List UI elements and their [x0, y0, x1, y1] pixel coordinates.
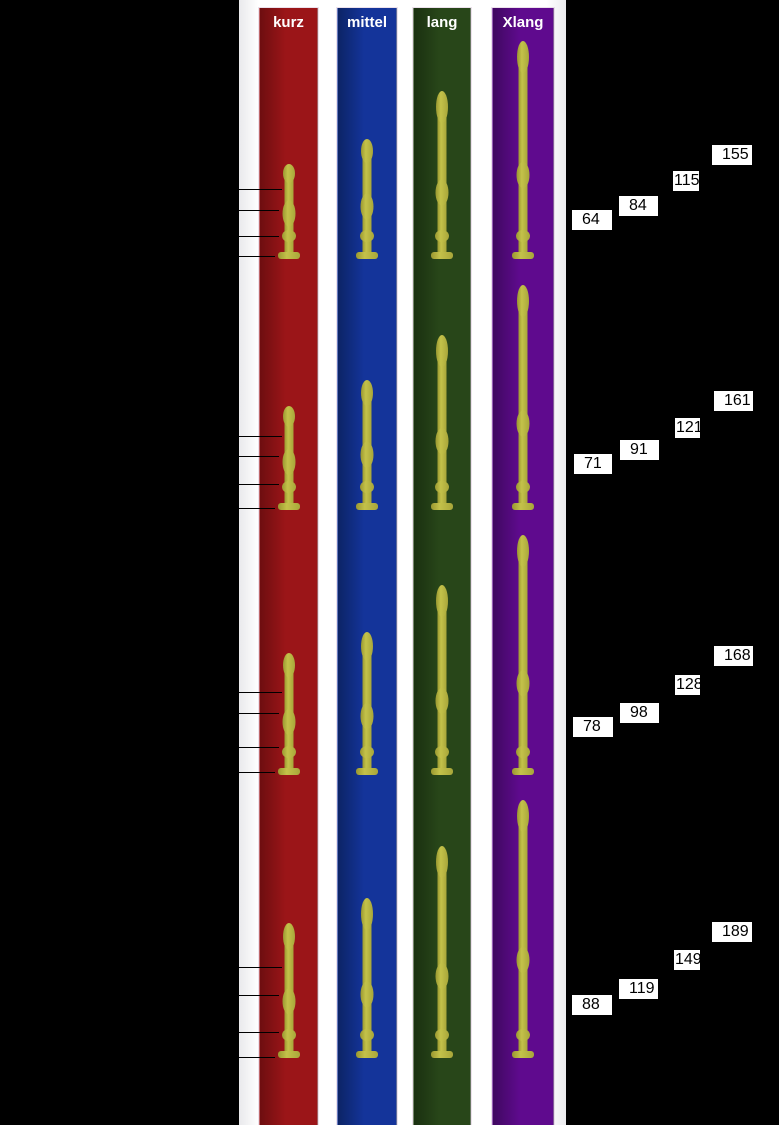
- length-label: 91: [620, 440, 659, 460]
- length-label: 189: [712, 922, 752, 942]
- measure-line: [239, 210, 279, 211]
- measure-line: [239, 967, 282, 968]
- product-kurz-size-3: [276, 653, 302, 780]
- length-label: 88: [572, 995, 612, 1015]
- product-kurz-size-2: [276, 406, 302, 515]
- length-label: 128: [675, 675, 700, 695]
- measure-line: [239, 692, 282, 693]
- length-label: 168: [714, 646, 753, 666]
- length-label: 71: [574, 454, 612, 474]
- column-header-mittel: mittel: [346, 14, 387, 31]
- measure-line: [239, 995, 279, 996]
- product-lang-size-1: [429, 91, 455, 264]
- measure-line: [239, 456, 279, 457]
- product-lang-size-3: [429, 585, 455, 780]
- length-label: 149: [674, 950, 700, 970]
- measure-line: [239, 1057, 275, 1058]
- measure-line: [239, 484, 279, 485]
- column-header-lang: lang: [426, 14, 458, 31]
- length-label: 64: [572, 210, 612, 230]
- measure-line: [239, 747, 279, 748]
- length-label: 161: [714, 391, 753, 411]
- product-lang-size-2: [429, 335, 455, 515]
- product-xlang-size-2: [510, 285, 536, 515]
- column-header-xlang: Xlang: [502, 14, 544, 31]
- product-mittel-size-1: [354, 139, 380, 264]
- length-label: 78: [573, 717, 613, 737]
- product-kurz-size-1: [276, 164, 302, 264]
- measure-line: [239, 508, 275, 509]
- measure-line: [239, 189, 282, 190]
- measure-line: [239, 236, 279, 237]
- length-label: 121: [675, 418, 700, 438]
- length-label: 119: [619, 979, 658, 999]
- product-mittel-size-2: [354, 380, 380, 515]
- product-xlang-size-1: [510, 41, 536, 264]
- measure-line: [239, 713, 279, 714]
- length-label: 155: [712, 145, 752, 165]
- measure-line: [239, 436, 282, 437]
- length-label: 115: [673, 171, 699, 191]
- product-kurz-size-4: [276, 923, 302, 1063]
- product-mittel-size-3: [354, 632, 380, 780]
- measure-line: [239, 772, 275, 773]
- product-lang-size-4: [429, 846, 455, 1063]
- length-label: 98: [620, 703, 659, 723]
- measure-line: [239, 256, 275, 257]
- length-label: 84: [619, 196, 658, 216]
- product-xlang-size-4: [510, 800, 536, 1063]
- column-header-kurz: kurz: [273, 14, 304, 31]
- product-xlang-size-3: [510, 535, 536, 780]
- product-mittel-size-4: [354, 898, 380, 1063]
- measure-line: [239, 1032, 279, 1033]
